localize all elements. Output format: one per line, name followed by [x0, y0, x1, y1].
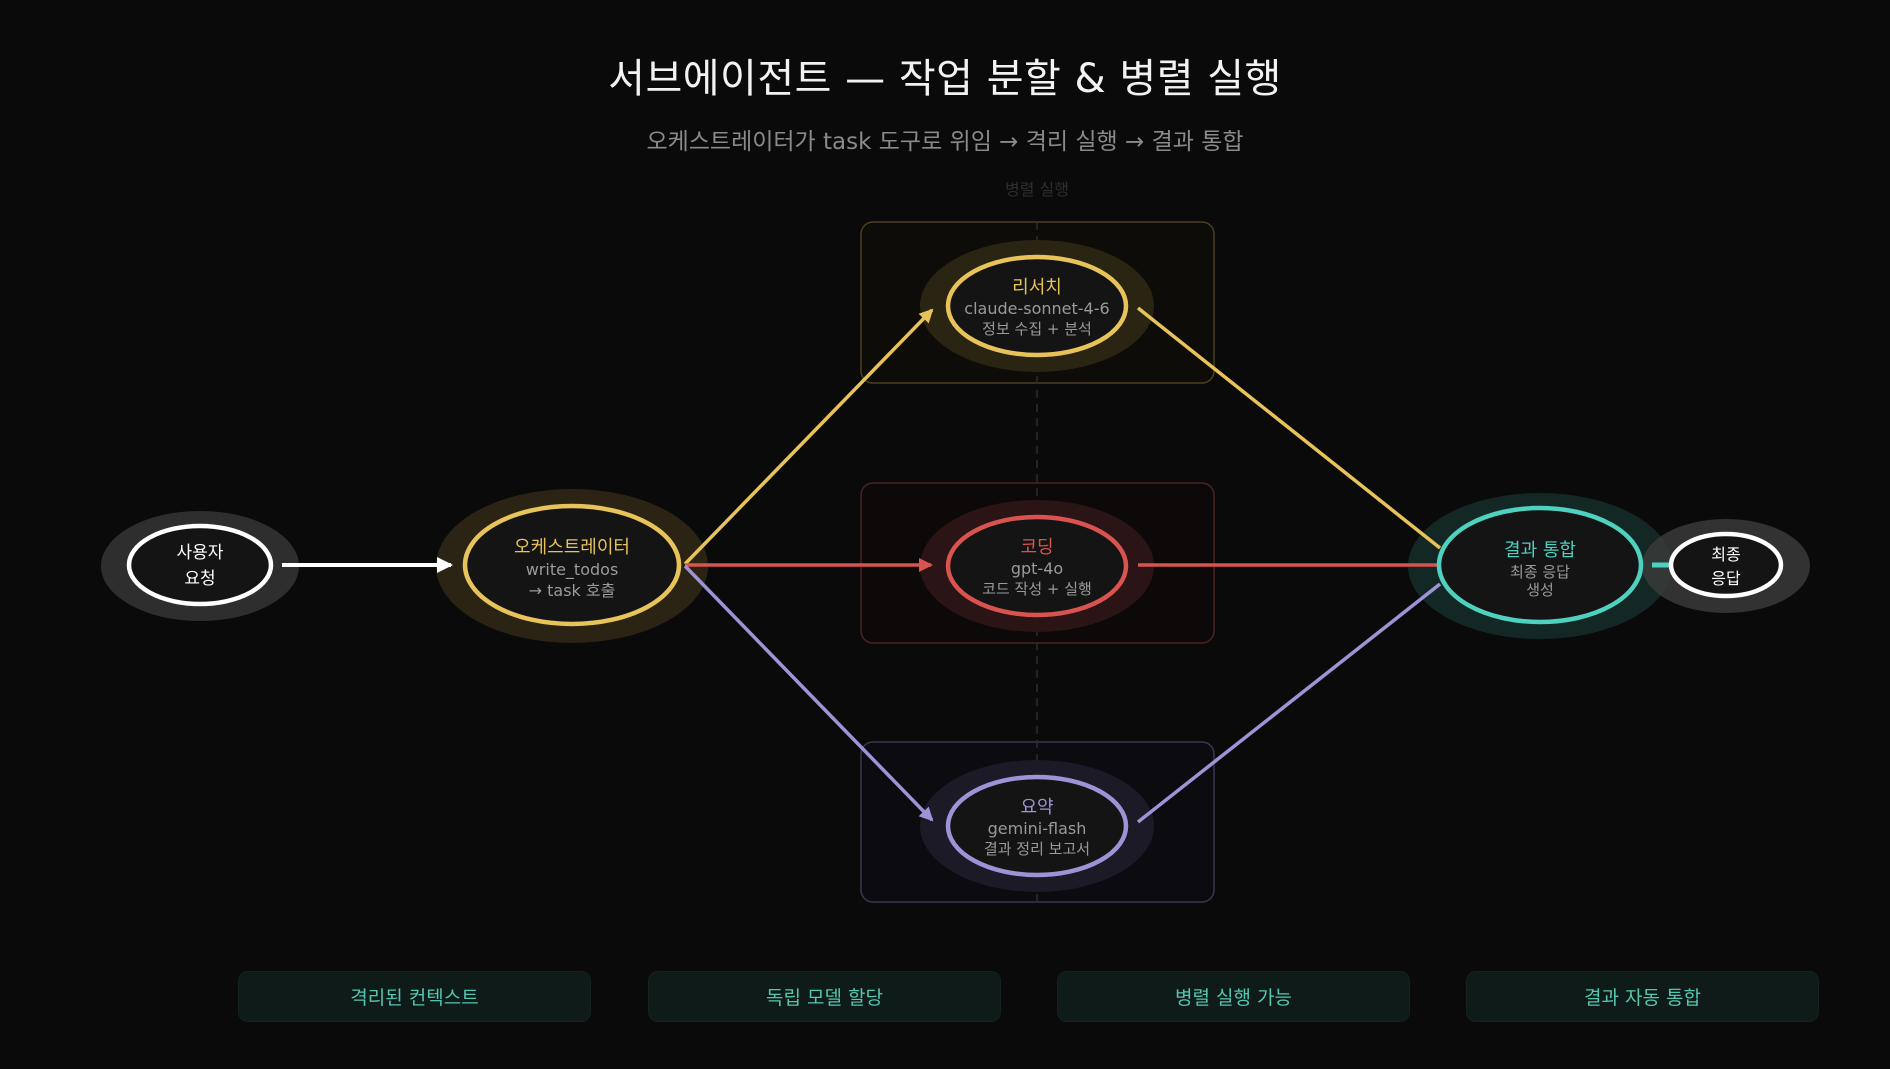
node-user[interactable]: 사용자 요청	[126, 523, 274, 607]
node-research[interactable]: 리서치 claude-sonnet-4-6 정보 수집 + 분석	[945, 254, 1129, 358]
user-label-line1: 사용자	[177, 543, 224, 563]
integrate-title: 결과 통합	[1504, 540, 1576, 561]
coding-title: 코딩	[1020, 537, 1053, 558]
node-orchestrator[interactable]: 오케스트레이터 write_todos → task 호출	[462, 503, 682, 627]
research-title: 리서치	[1012, 277, 1062, 298]
final-label-line1: 최종	[1711, 545, 1740, 564]
coding-model: gpt-4o	[1011, 559, 1063, 578]
node-summary[interactable]: 요약 gemini-flash 결과 정리 보고서	[945, 774, 1129, 878]
research-model: claude-sonnet-4-6	[964, 299, 1109, 318]
summary-title: 요약	[1020, 797, 1053, 818]
summary-desc: 결과 정리 보고서	[984, 840, 1090, 858]
integrate-line3: 생성	[1526, 581, 1554, 599]
integrate-line2: 최종 응답	[1510, 563, 1570, 581]
feature-list: 격리된 컨텍스트 독립 모델 할당 병렬 실행 가능 결과 자동 통합	[0, 971, 1890, 1023]
coding-desc: 코드 작성 + 실행	[982, 580, 1092, 598]
parallel-group-label: 병렬 실행	[1005, 180, 1069, 199]
orchestrator-tool: write_todos	[526, 560, 619, 580]
node-coding[interactable]: 코딩 gpt-4o 코드 작성 + 실행	[945, 514, 1129, 618]
feature-auto-integration: 결과 자동 통합	[1466, 971, 1819, 1022]
final-label-line2: 응답	[1711, 569, 1741, 588]
summary-model: gemini-flash	[988, 819, 1087, 838]
node-final-response[interactable]: 최종 응답	[1668, 531, 1784, 599]
research-desc: 정보 수집 + 분석	[982, 320, 1092, 338]
orchestrator-title: 오케스트레이터	[514, 537, 630, 558]
edge-summary-to-integrate	[1136, 582, 1442, 824]
page-title: 서브에이전트 — 작업 분할 & 병렬 실행	[608, 56, 1282, 102]
feature-isolated-context: 격리된 컨텍스트	[238, 971, 591, 1022]
edge-orchestrator-to-research	[683, 308, 934, 566]
node-integrate[interactable]: 결과 통합 최종 응답 생성	[1436, 505, 1644, 625]
page-subtitle: 오케스트레이터가 task 도구로 위임 → 격리 실행 → 결과 통합	[646, 129, 1244, 155]
feature-independent-model: 독립 모델 할당	[648, 971, 1001, 1022]
feature-parallel-execution: 병렬 실행 가능	[1057, 971, 1410, 1022]
user-label-line2: 요청	[184, 569, 215, 589]
edge-research-to-integrate	[1136, 306, 1442, 550]
orchestrator-action: → task 호출	[529, 581, 616, 600]
edge-orchestrator-to-summary	[683, 564, 934, 822]
